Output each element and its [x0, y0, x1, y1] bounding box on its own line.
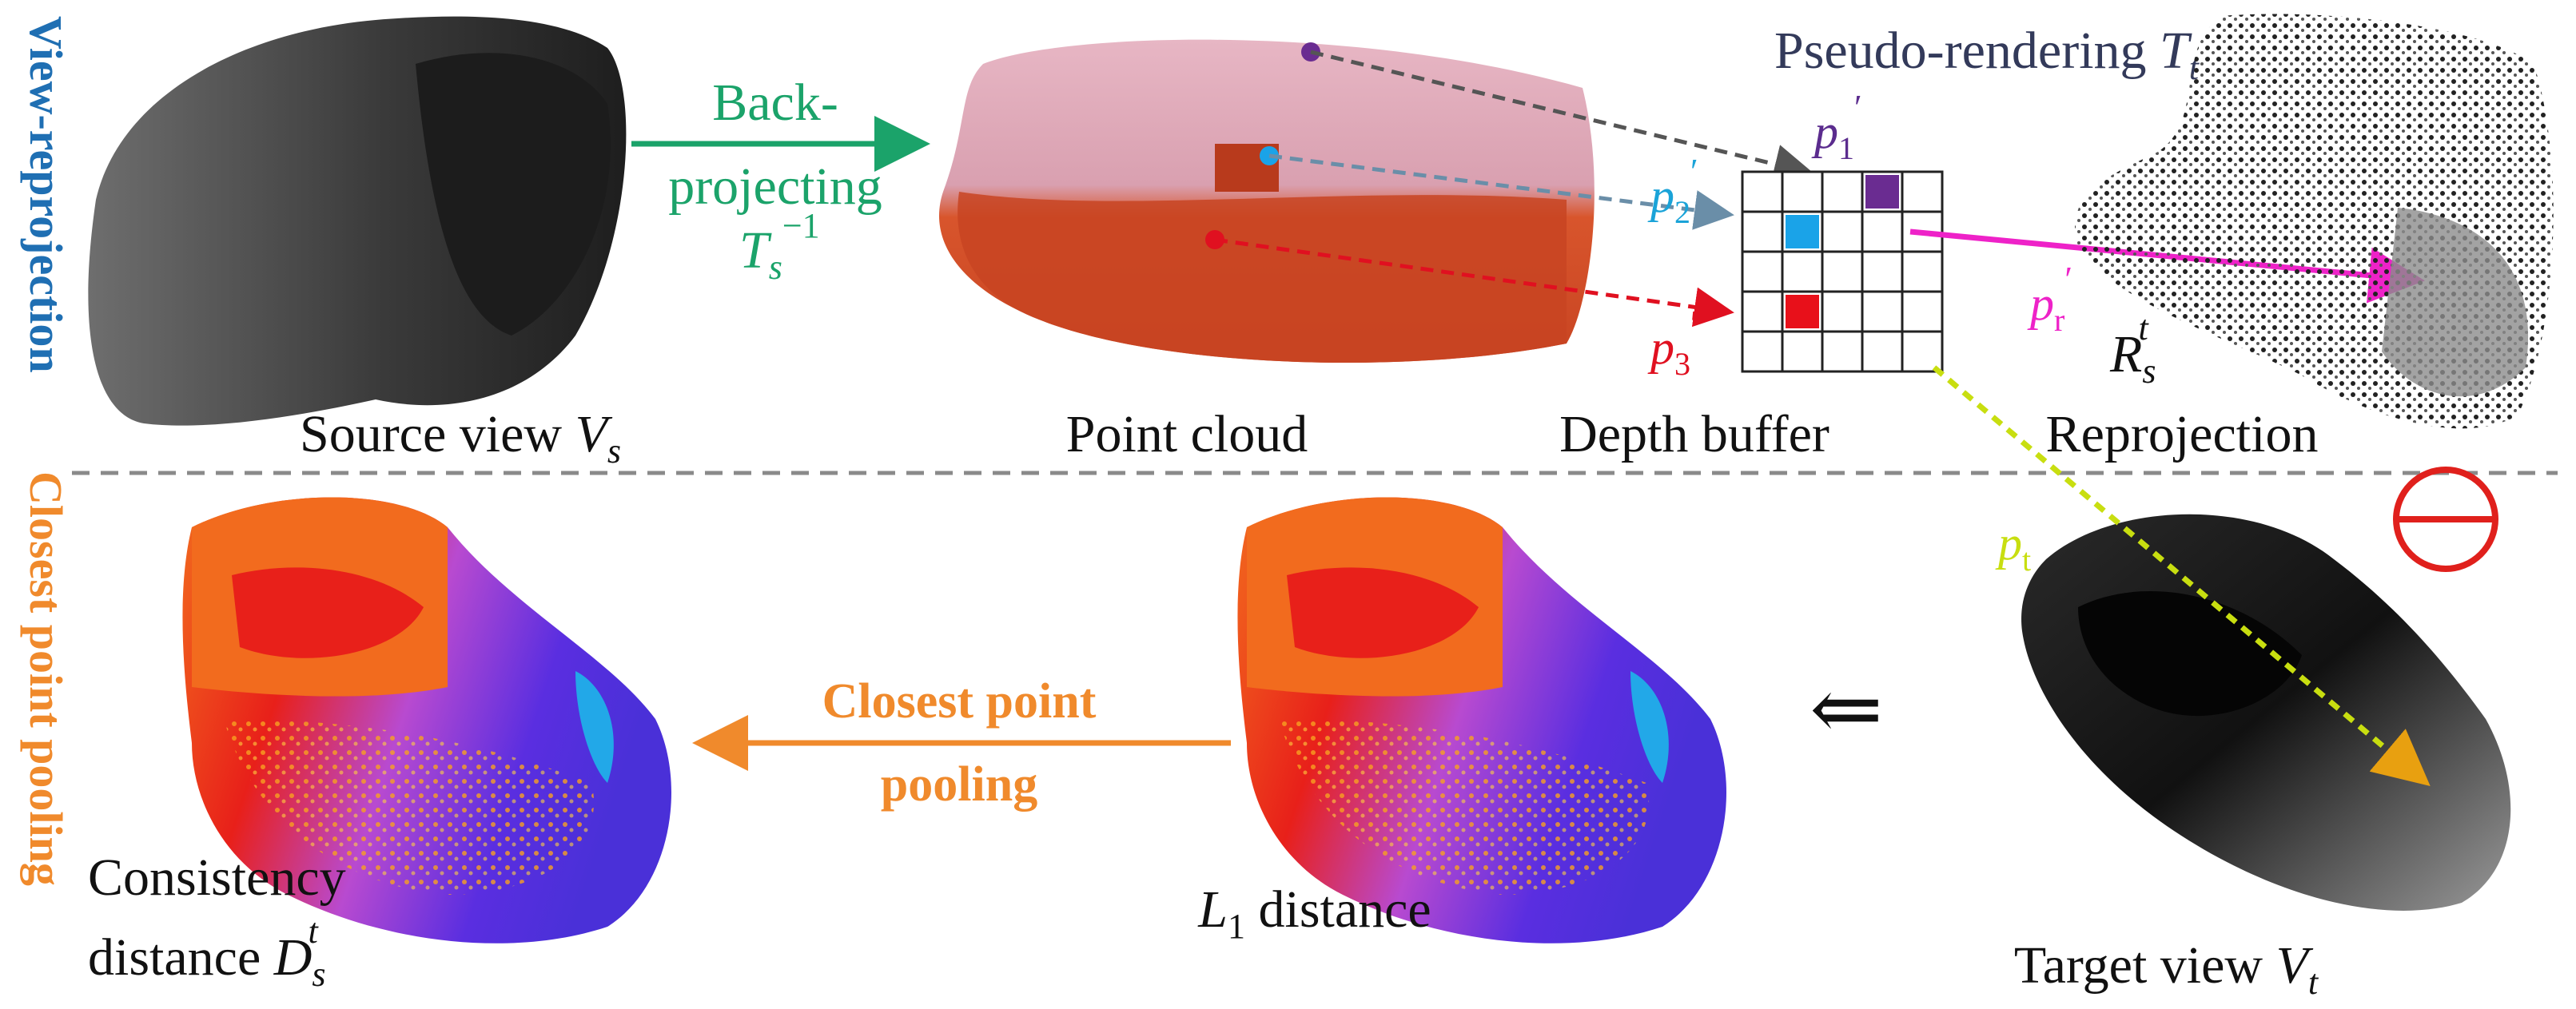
- side-label-view-reprojection: View-reprojection: [20, 16, 72, 373]
- depth-buffer-cell: [1901, 250, 1944, 293]
- label-p1: p1′: [1811, 88, 1862, 166]
- depth-buffer-cell: [1781, 250, 1824, 293]
- depth-buffer-cell: [1821, 290, 1864, 333]
- depth-buffer-cell: [1741, 290, 1784, 333]
- depth-buffer-cell: [1901, 290, 1944, 333]
- depth-buffer-cell: [1821, 250, 1864, 293]
- depth-buffer-cell: [1861, 250, 1904, 293]
- point-cloud-label: Point cloud: [1066, 405, 1308, 463]
- ray-pt: [1932, 365, 2431, 787]
- ray-p2: [1268, 153, 1734, 230]
- point-cloud-image: [939, 39, 1595, 363]
- l1-distance-image: [1237, 497, 1726, 943]
- back-projecting-label: Back-: [712, 73, 838, 132]
- depth-buffer-cell: [1781, 170, 1824, 213]
- side-label-closest-point-pooling: Closest point pooling: [20, 471, 72, 886]
- ray-p1: [1310, 50, 1814, 184]
- label-pt: pt: [1995, 517, 2031, 578]
- depth-buffer-cell: [1741, 330, 1784, 373]
- depth-buffer-cell: [1861, 210, 1904, 253]
- source-view-image: [88, 16, 627, 426]
- pooling-label-2: pooling: [881, 757, 1037, 812]
- consistency-label-1: Consistency: [88, 848, 346, 907]
- depth-buffer-label: Depth buffer: [1559, 405, 1829, 463]
- circle-minus-icon: [2393, 467, 2498, 572]
- depth-buffer-cell: [1821, 330, 1864, 373]
- consistency-distance-image: [182, 497, 671, 943]
- label-p3: p3′: [1647, 304, 1698, 382]
- depth-buffer-grid: [1741, 170, 1944, 373]
- l1-distance-label: L1 distance: [1197, 880, 1431, 946]
- back-projecting-label-2: projecting: [668, 157, 882, 216]
- depth-buffer-cell: [1821, 170, 1864, 213]
- source-view-label: Source view Vs: [300, 405, 621, 471]
- depth-buffer-filled-cell: [1786, 295, 1819, 328]
- reprojection-symbol: Rst: [2109, 308, 2156, 391]
- depth-buffer-cell: [1901, 330, 1944, 373]
- target-view-label: Target view Vt: [2014, 936, 2319, 1002]
- consistency-label-2: distance Dst: [88, 912, 326, 994]
- depth-buffer-cell: [1821, 210, 1864, 253]
- ray-p3: [1214, 237, 1734, 328]
- reprojection-image: [2075, 14, 2554, 429]
- target-view-image: [2021, 514, 2511, 911]
- depth-buffer-cell: [1861, 330, 1904, 373]
- depth-buffer-cell: [1741, 250, 1784, 293]
- reprojection-label: Reprojection: [2046, 405, 2319, 463]
- implies-arrow: ⇐: [1810, 661, 1883, 758]
- depth-buffer-filled-cell: [1865, 175, 1899, 209]
- depth-buffer-cell: [1741, 170, 1784, 213]
- label-p2: p2′: [1647, 152, 1698, 230]
- depth-buffer-cell: [1861, 290, 1904, 333]
- pooling-label-1: Closest point: [822, 674, 1097, 729]
- label-pr: pr′: [2027, 260, 2072, 338]
- depth-buffer-filled-cell: [1786, 215, 1819, 248]
- pseudo-rendering-label: Pseudo-rendering Tt: [1774, 22, 2200, 87]
- back-projecting-transform: Ts−1: [739, 206, 820, 287]
- depth-buffer-cell: [1741, 210, 1784, 253]
- depth-buffer-cell: [1781, 330, 1824, 373]
- depth-buffer-cell: [1901, 170, 1944, 213]
